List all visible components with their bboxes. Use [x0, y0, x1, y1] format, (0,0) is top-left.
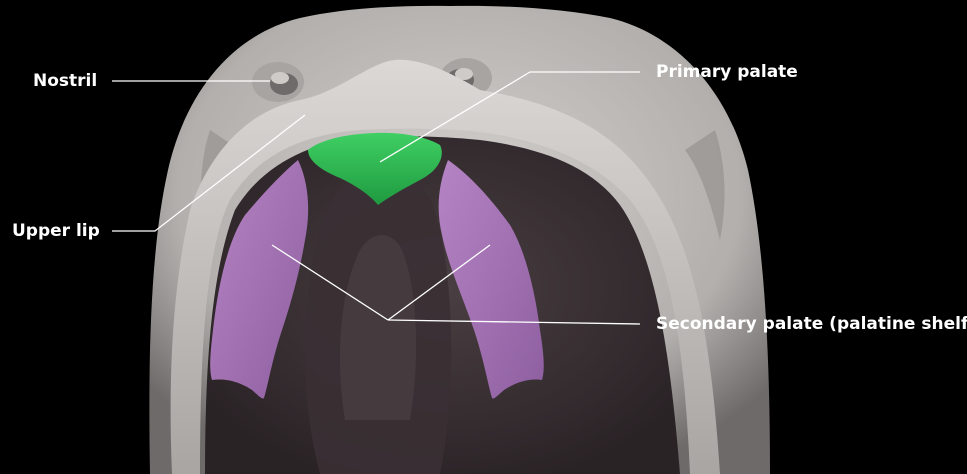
label-secondary-palate: Secondary palate (palatine shelf): [656, 314, 967, 334]
label-primary-palate: Primary palate: [656, 62, 798, 82]
label-nostril: Nostril: [33, 71, 97, 91]
nostril-left: [252, 62, 304, 102]
label-upper-lip: Upper lip: [12, 221, 100, 241]
